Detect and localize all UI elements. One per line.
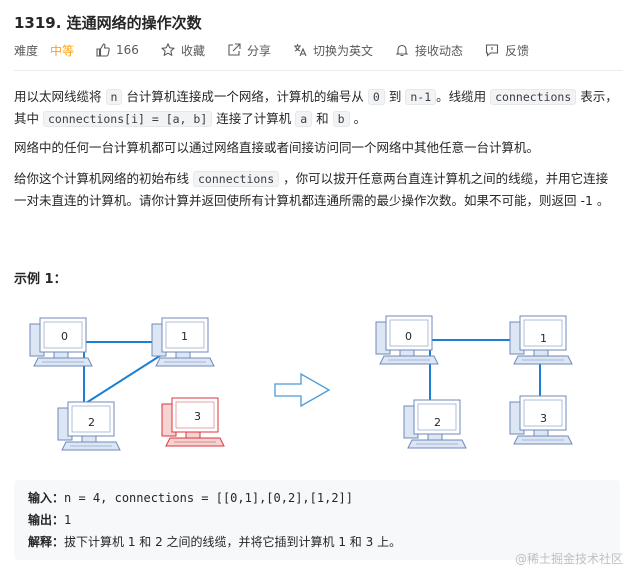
desc-text: ，你可以拔开任意两台直连计算机之间的线缆，并用它连 bbox=[283, 171, 596, 186]
explain-label: 解释： bbox=[28, 535, 65, 549]
desc-text: 和 bbox=[316, 111, 329, 126]
feedback-label: 反馈 bbox=[505, 43, 530, 58]
feedback-icon bbox=[485, 44, 499, 57]
right-computer-0: 0 bbox=[375, 315, 439, 365]
desc-text: 。 bbox=[353, 111, 367, 126]
problem-title: 1319. 连通网络的操作次数 bbox=[14, 14, 202, 32]
computer-label: 2 bbox=[88, 416, 95, 429]
notify-button[interactable]: 接收动态 bbox=[395, 42, 463, 59]
computer-label: 2 bbox=[434, 416, 441, 429]
right-computer-1: 1 bbox=[509, 315, 573, 365]
inline-code: connections bbox=[193, 171, 280, 187]
computer-label: 1 bbox=[540, 332, 547, 345]
switch-language-label: 切换为英文 bbox=[312, 43, 373, 58]
computer-label: 0 bbox=[61, 330, 68, 343]
problem-meta-bar: 难度 中等 166 收藏 分享 切换为英文 接收动态 反馈 bbox=[14, 40, 551, 60]
description-paragraph-3: 给你这个计算机网络的初始布线 connections ，你可以拔开任意两台直连计… bbox=[14, 168, 619, 211]
example-output-line: 输出：1 bbox=[28, 511, 71, 528]
notify-label: 接收动态 bbox=[414, 43, 463, 58]
feedback-button[interactable]: 反馈 bbox=[485, 42, 529, 59]
desc-text: 到 bbox=[388, 89, 402, 104]
network-diagram: 0 1 2 3 0 1 2 3 bbox=[29, 315, 573, 451]
share-icon bbox=[228, 43, 241, 56]
left-computer-1: 1 bbox=[151, 317, 215, 367]
inline-code: n bbox=[105, 89, 123, 105]
left-computer-2: 2 bbox=[57, 401, 121, 451]
right-computer-3: 3 bbox=[509, 395, 573, 445]
desc-text: 用以太网线缆将 bbox=[14, 89, 102, 104]
example-input-line: 输入：n = 4, connections = [[0,1],[0,2],[1,… bbox=[28, 489, 353, 506]
example-title: 示例 1： bbox=[14, 272, 67, 287]
desc-text: 连接了计算机 bbox=[216, 111, 292, 126]
desc-text: 台计算机连接成一个网络，计算机的编号从 bbox=[126, 89, 364, 104]
desc-text: 。线缆用 bbox=[436, 89, 487, 104]
inline-code: connections[i] = [a, b] bbox=[43, 111, 213, 127]
input-value: n = 4, connections = [[0,1],[0,2],[1,2]] bbox=[64, 491, 353, 505]
output-value: 1 bbox=[64, 513, 72, 527]
input-label: 输入： bbox=[28, 491, 65, 505]
computer-label: 1 bbox=[181, 330, 188, 343]
inline-code: connections bbox=[490, 89, 577, 105]
inline-code: b bbox=[332, 111, 350, 127]
right-cables bbox=[429, 339, 541, 404]
desc-text: 回 -1 。 bbox=[564, 193, 610, 208]
star-icon bbox=[160, 43, 175, 57]
description-paragraph-1: 用以太网线缆将 n 台计算机连接成一个网络，计算机的编号从 0 到 n-1。线缆… bbox=[14, 86, 619, 130]
computer-label: 3 bbox=[540, 412, 547, 425]
desc-text: 接一对未直连的计算机。请你计算并返回使所有计算机都连通所需的最少操作次数。如果不… bbox=[14, 171, 609, 208]
share-label: 分享 bbox=[246, 43, 271, 58]
desc-text: 给你这个计算机网络的初始布线 bbox=[14, 171, 190, 186]
bell-icon bbox=[395, 44, 409, 57]
explain-value: 拔下计算机 1 和 2 之间的线缆，并将它插到计算机 1 和 3 上。 bbox=[64, 535, 402, 549]
like-button[interactable]: 166 bbox=[96, 43, 139, 57]
watermark: @稀土掘金技术社区 bbox=[514, 552, 623, 566]
favorite-button[interactable]: 收藏 bbox=[160, 42, 205, 59]
desc-text: 表 bbox=[580, 89, 593, 104]
difficulty-badge: 中等 bbox=[50, 43, 75, 58]
transform-arrow-icon bbox=[274, 372, 331, 408]
example-code-block: 输入：n = 4, connections = [[0,1],[0,2],[1,… bbox=[14, 480, 620, 560]
header-divider bbox=[14, 70, 623, 71]
left-computer-0: 0 bbox=[29, 317, 93, 367]
output-label: 输出： bbox=[28, 513, 65, 527]
translate-icon bbox=[293, 44, 307, 57]
favorite-label: 收藏 bbox=[180, 43, 205, 58]
switch-language-button[interactable]: 切换为英文 bbox=[293, 42, 373, 59]
example-explain-line: 解释：拔下计算机 1 和 2 之间的线缆，并将它插到计算机 1 和 3 上。 bbox=[28, 533, 401, 550]
share-button[interactable]: 分享 bbox=[227, 42, 271, 59]
difficulty-label: 难度 bbox=[14, 43, 39, 58]
inline-code: a bbox=[295, 111, 313, 127]
computer-label: 0 bbox=[405, 330, 412, 343]
thumbs-up-icon bbox=[96, 43, 110, 57]
inline-code: n-1 bbox=[405, 89, 437, 105]
desc-text: 示，其中 bbox=[14, 89, 618, 126]
right-computer-2: 2 bbox=[403, 399, 467, 449]
description-paragraph-2: 网络中的任何一台计算机都可以通过网络直接或者间接访问同一个网络中其他任意一台计算… bbox=[14, 140, 540, 155]
left-computer-3-disconnected: 3 bbox=[161, 397, 225, 447]
computer-label: 3 bbox=[194, 410, 201, 423]
inline-code: 0 bbox=[367, 89, 385, 105]
likes-count: 166 bbox=[116, 43, 139, 57]
